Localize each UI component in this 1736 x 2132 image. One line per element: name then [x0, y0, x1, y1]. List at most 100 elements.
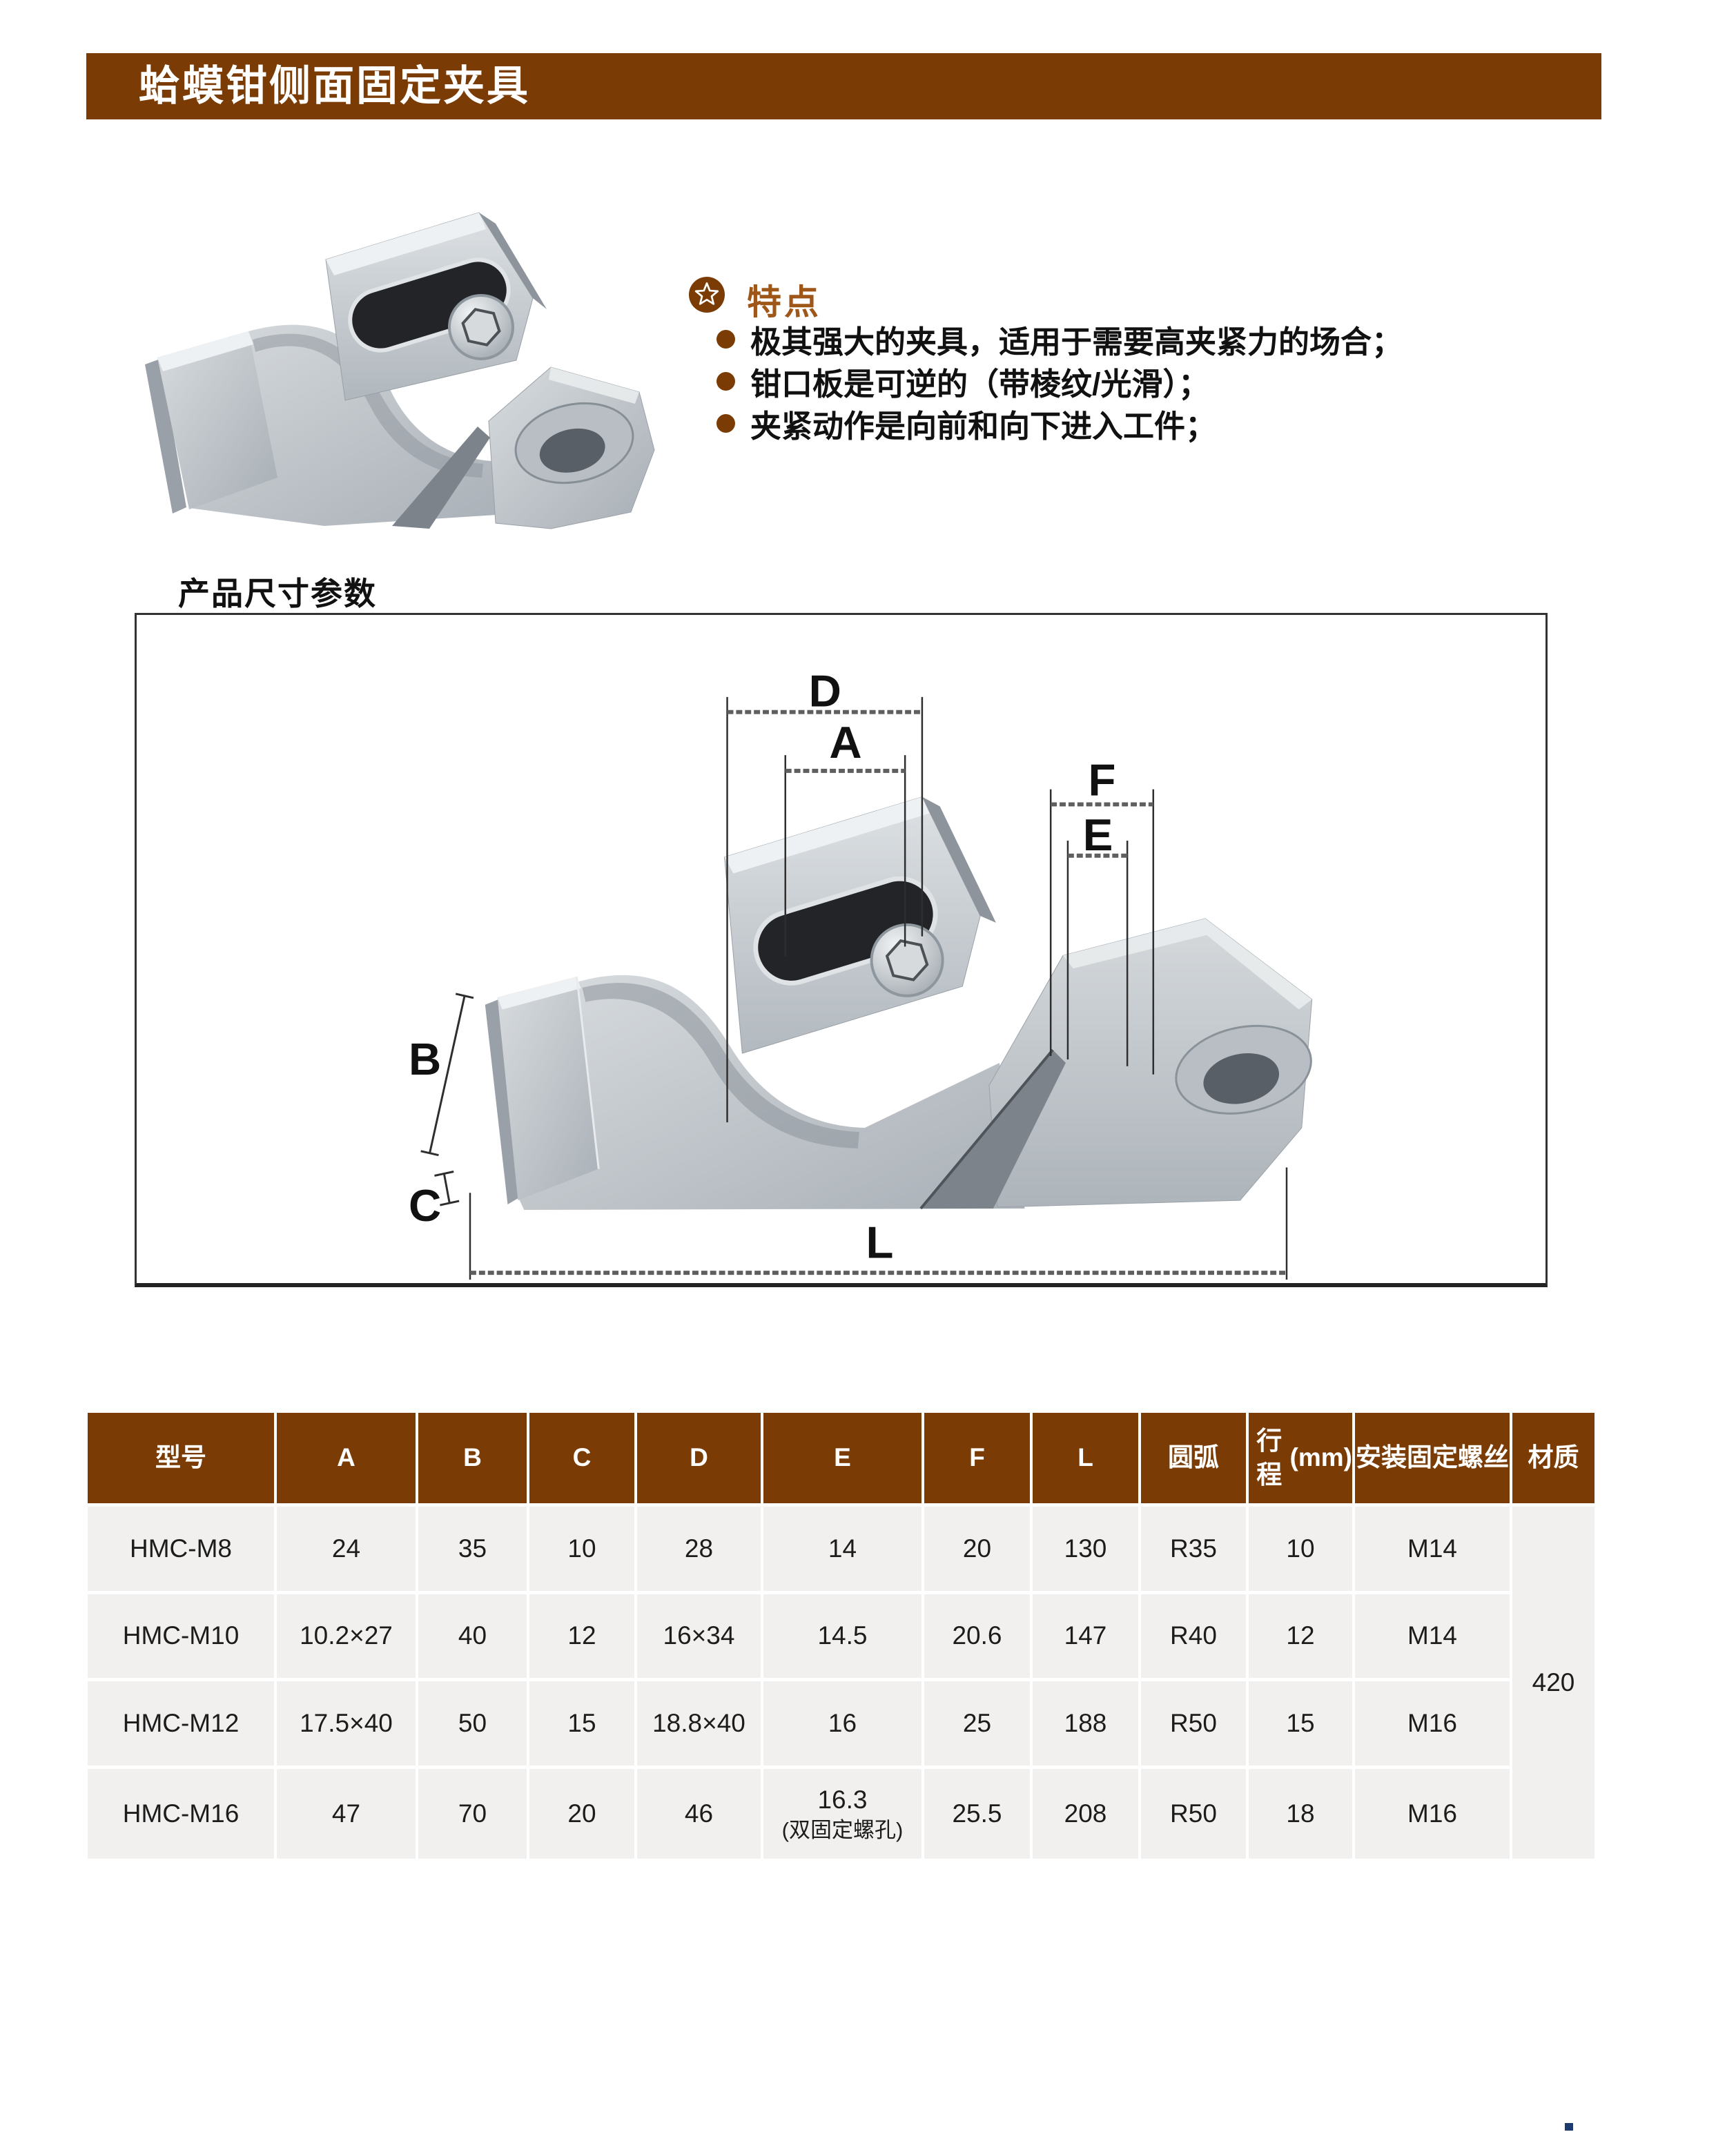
data-cell: 147: [1033, 1594, 1138, 1678]
data-cell: 130: [1033, 1507, 1138, 1591]
data-cell: 46: [637, 1769, 761, 1859]
data-cell: 20: [924, 1507, 1030, 1591]
column-header: 安装固定螺丝: [1355, 1413, 1510, 1503]
data-cell: 25: [924, 1681, 1030, 1766]
data-cell: M16: [1355, 1769, 1510, 1859]
drawn-clamp-jaw: [485, 976, 600, 1205]
drawn-top-block: [724, 796, 996, 1054]
data-cell: 70: [418, 1769, 527, 1859]
data-cell: R50: [1141, 1681, 1246, 1766]
data-cell: M14: [1355, 1507, 1510, 1591]
model-cell: HMC-M12: [88, 1681, 274, 1766]
feature-item: 夹紧动作是向前和向下进入工件；: [716, 402, 1403, 444]
data-cell: 15: [529, 1681, 634, 1766]
data-cell: 15: [1249, 1681, 1352, 1766]
dimension-label-L: L: [866, 1217, 894, 1267]
dimension-L: [469, 1167, 1288, 1280]
clamp-jaw: [145, 331, 277, 514]
model-cell: HMC-M10: [88, 1594, 274, 1678]
data-cell: R50: [1141, 1769, 1246, 1859]
dimensions-heading: 产品尺寸参数: [178, 576, 377, 612]
data-cell: R35: [1141, 1507, 1246, 1591]
drawn-hex-screw-icon: [870, 923, 944, 997]
dimension-label-A: A: [829, 717, 861, 767]
dimension-D: [726, 696, 924, 1123]
data-cell: 20.6: [924, 1594, 1030, 1678]
clamp-right-block: [488, 366, 655, 529]
data-cell: 10: [1249, 1507, 1352, 1591]
feature-text: 极其强大的夹具，适用于需要高夹紧力的场合；: [750, 324, 1403, 360]
dimension-drawing: D A F E: [409, 666, 1313, 1280]
dimension-B: [420, 992, 474, 1157]
dimension-label-F: F: [1089, 755, 1116, 805]
data-cell: 25.5: [924, 1769, 1030, 1859]
column-header: A: [277, 1413, 416, 1503]
drawn-countersunk-hole: [1175, 1024, 1312, 1115]
bullet-icon: [716, 414, 735, 433]
slot-hole: [348, 257, 511, 353]
data-cell: 16.3(双固定螺孔): [763, 1769, 921, 1859]
dimension-label-E: E: [1083, 810, 1113, 860]
dimension-label-D: D: [809, 666, 841, 716]
data-cell: 50: [418, 1681, 527, 1766]
material-cell: 420: [1512, 1507, 1594, 1859]
drawn-slot-hole: [753, 876, 938, 986]
column-header: 型号: [88, 1413, 274, 1503]
data-cell: M14: [1355, 1594, 1510, 1678]
model-cell: HMC-M16: [88, 1769, 274, 1859]
v-notch: [392, 427, 490, 529]
hex-screw-icon: [448, 294, 514, 360]
data-cell: 10: [529, 1507, 634, 1591]
model-cell: HMC-M8: [88, 1507, 274, 1591]
page-edge-artifact: [1565, 2123, 1573, 2131]
data-cell: 14.5: [763, 1594, 921, 1678]
clamp-top-block: [325, 212, 547, 401]
data-cell: M16: [1355, 1681, 1510, 1766]
dimension-F: [1049, 789, 1155, 1075]
data-cell: 12: [529, 1594, 634, 1678]
feature-text: 钳口板是可逆的（带棱纹/光滑）；: [750, 366, 1210, 402]
features-list: 极其强大的夹具，适用于需要高夹紧力的场合； 钳口板是可逆的（带棱纹/光滑）； 夹紧动…: [716, 318, 1403, 444]
feature-text: 夹紧动作是向前和向下进入工件；: [750, 409, 1217, 444]
countersunk-hole: [514, 402, 634, 485]
data-cell: 14: [763, 1507, 921, 1591]
column-header: C: [529, 1413, 634, 1503]
column-header: E: [763, 1413, 921, 1503]
data-cell: 17.5×40: [277, 1681, 416, 1766]
data-cell: 12: [1249, 1594, 1352, 1678]
column-header: 圆弧: [1141, 1413, 1246, 1503]
dimension-label-C: C: [409, 1180, 441, 1231]
drawn-v-notch: [920, 1050, 1066, 1209]
page-title: 蛤蟆钳侧面固定夹具: [139, 63, 530, 109]
drawn-right-block: [988, 918, 1313, 1208]
product-photo: [117, 193, 663, 538]
data-cell: 18.8×40: [637, 1681, 761, 1766]
column-header: 行程(mm): [1249, 1413, 1352, 1503]
data-cell: 208: [1033, 1769, 1138, 1859]
dimension-label-B: B: [409, 1034, 441, 1084]
bullet-icon: [716, 372, 735, 391]
feature-item: 极其强大的夹具，适用于需要高夹紧力的场合；: [716, 318, 1403, 360]
data-cell: 28: [637, 1507, 761, 1591]
dimension-drawing-panel: D A F E: [135, 613, 1548, 1287]
data-cell: 10.2×27: [277, 1594, 416, 1678]
dimension-E: [1066, 840, 1129, 1066]
clamp-photo-graphic: [145, 212, 655, 529]
data-cell: 18: [1249, 1769, 1352, 1859]
column-header: L: [1033, 1413, 1138, 1503]
dimension-C: [434, 1171, 460, 1206]
data-cell: 16×34: [637, 1594, 761, 1678]
column-header: F: [924, 1413, 1030, 1503]
column-header: B: [418, 1413, 527, 1503]
column-header: D: [637, 1413, 761, 1503]
star-icon: [689, 277, 725, 313]
data-cell: 16: [763, 1681, 921, 1766]
page-title-bar: 蛤蟆钳侧面固定夹具: [86, 53, 1601, 119]
dimension-A: [784, 755, 906, 957]
drawn-clamp-body: [519, 975, 1025, 1210]
column-header: 材质: [1512, 1413, 1594, 1503]
bullet-icon: [716, 330, 735, 349]
data-cell: 24: [277, 1507, 416, 1591]
